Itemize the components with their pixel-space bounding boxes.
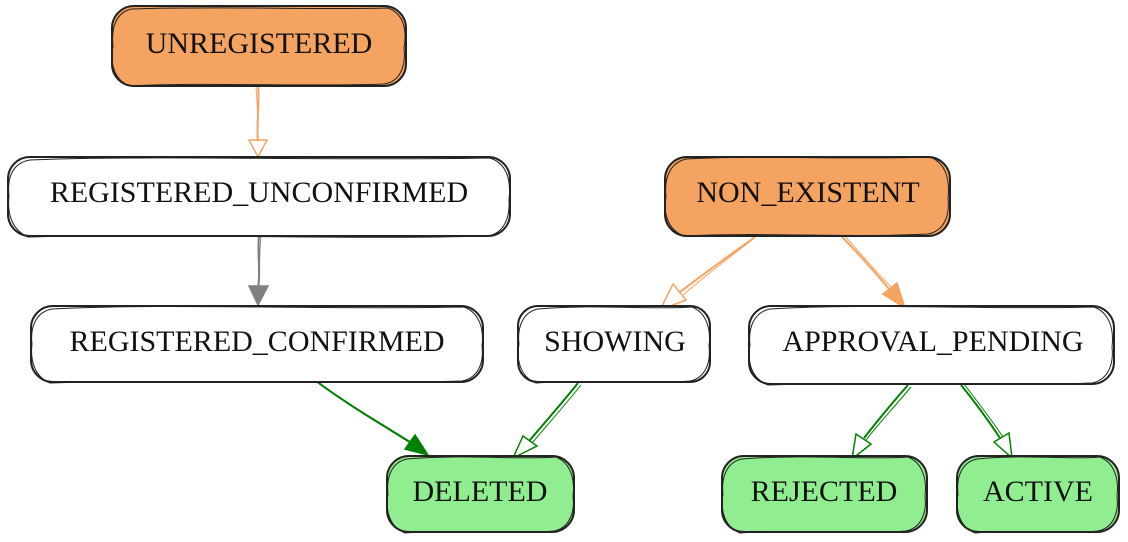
node-label: REGISTERED_UNCONFIRMED — [50, 176, 468, 209]
edge-line-sketch — [681, 239, 753, 297]
edge-line — [841, 236, 891, 291]
node-registered-unconfirmed[interactable]: REGISTERED_UNCONFIRMED — [7, 156, 511, 238]
node-unregistered[interactable]: UNREGISTERED — [111, 5, 407, 87]
node-label: REGISTERED_CONFIRMED — [69, 325, 444, 358]
node-label: NON_EXISTENT — [696, 176, 919, 209]
arrowhead — [992, 431, 1013, 460]
arrowhead — [247, 285, 270, 307]
edge-line — [529, 382, 579, 441]
node-label: DELETED — [413, 475, 548, 508]
edge-showing-to-deleted — [511, 382, 582, 460]
edges — [247, 85, 1013, 461]
edge-line-sketch — [255, 85, 259, 142]
edge-line-sketch — [865, 386, 912, 441]
node-deleted[interactable]: DELETED — [386, 455, 575, 534]
node-active[interactable]: ACTIVE — [956, 455, 1120, 534]
edge-line — [311, 377, 411, 443]
node-label: REJECTED — [751, 475, 898, 508]
node-showing[interactable]: SHOWING — [517, 305, 711, 384]
edge-line-sketch — [258, 235, 262, 288]
node-registered-confirmed[interactable]: REGISTERED_CONFIRMED — [30, 305, 484, 384]
node-rejected[interactable]: REJECTED — [721, 455, 928, 534]
edge-line — [863, 384, 909, 439]
arrowhead — [881, 281, 907, 310]
edge-line — [257, 235, 261, 288]
node-approval-pending[interactable]: APPROVAL_PENDING — [748, 305, 1115, 386]
edge-approval-pending-to-rejected — [850, 384, 912, 461]
edge-line — [960, 384, 1001, 439]
edge-non-existent-to-approval-pending — [841, 235, 907, 310]
node-label: SHOWING — [544, 325, 686, 358]
arrowhead — [850, 432, 873, 461]
nodes: UNREGISTERED REGISTERED_UNCONFIRMED REGI… — [7, 5, 1120, 534]
arrowhead — [511, 434, 539, 460]
edge-line-sketch — [844, 235, 893, 289]
edge-line — [679, 236, 756, 293]
edge-line-sketch — [532, 384, 582, 443]
edge-approval-pending-to-active — [960, 383, 1013, 460]
edge-line-sketch — [314, 379, 413, 445]
arrowhead — [403, 433, 430, 457]
arrowhead — [247, 139, 269, 159]
edge-non-existent-to-showing — [658, 236, 756, 312]
node-label: APPROVAL_PENDING — [782, 325, 1083, 358]
node-non-existent[interactable]: NON_EXISTENT — [664, 156, 951, 237]
edge-registered-confirmed-to-deleted — [311, 377, 430, 457]
node-label: UNREGISTERED — [146, 27, 373, 60]
edge-line-sketch — [963, 383, 1004, 438]
edge-registered-unconfirmed-to-registered-confirmed — [247, 235, 270, 307]
node-label: ACTIVE — [983, 475, 1093, 508]
edge-unregistered-to-registered-unconfirmed — [247, 85, 269, 159]
